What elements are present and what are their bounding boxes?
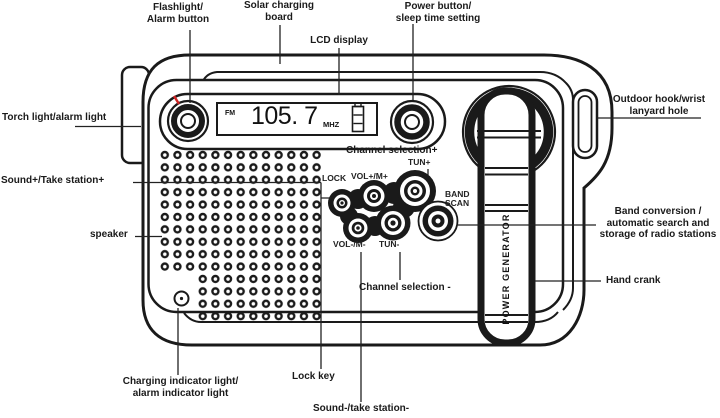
crank-arm (477, 87, 536, 347)
battery-icon (351, 102, 365, 133)
tune-up-button (400, 176, 430, 206)
power-generator-label: POWER GENERATOR (501, 213, 511, 325)
lanyard-hole (571, 88, 599, 160)
callout-sound-minus: Sound-/take station- (313, 403, 410, 414)
callout-lcd-display: LCD display (310, 35, 368, 46)
callout-solar-charging-board: Solar charging board (243, 0, 314, 23)
callout-sound-plus: Sound+/Take station+ (1, 175, 105, 186)
callout-power-button: Power button/ sleep time setting (395, 1, 481, 24)
callout-channel-selection-minus: Channel selection - (359, 282, 451, 293)
leader-lines (75, 24, 701, 402)
band-scan-button (417, 200, 459, 242)
power-button (389, 99, 435, 145)
callout-lock-key: Lock key (292, 371, 335, 382)
lock-label: LOCK (322, 173, 347, 183)
callout-speaker: speaker (90, 229, 128, 240)
callout-band-conversion: Band conversion / automatic search and s… (599, 206, 717, 240)
tune-up-label: TUN+ (408, 157, 431, 167)
bottom-bevel-edge (183, 311, 559, 323)
flashlight-alarm-button (166, 95, 210, 143)
volume-down-button (348, 218, 368, 238)
callout-channel-selection-plus: Channel selection+ (346, 145, 438, 156)
band-scan-label: BAND SCAN (445, 189, 470, 208)
hand-crank (461, 84, 557, 347)
top-bevel-edge (202, 71, 574, 311)
callout-torch-light: Torch light/alarm light (2, 112, 107, 123)
callout-outdoor-hook: Outdoor hook/wrist lanyard hole (612, 94, 706, 117)
volume-up-label: VOL+/M+ (351, 171, 388, 181)
tune-down-label: TUN- (379, 239, 400, 249)
volume-up-button (363, 185, 385, 207)
callout-hand-crank: Hand crank (606, 275, 661, 286)
lcd-band-indicator: FM (225, 110, 236, 117)
lcd-display (216, 102, 378, 136)
callout-flashlight-alarm-button: Flashlight/ Alarm button (146, 2, 210, 25)
volume-down-label: VOL-/M- (333, 239, 366, 249)
speaker-grille (159, 149, 324, 322)
lcd-frequency-unit: MHZ (323, 120, 340, 129)
tune-down-button (381, 211, 405, 235)
lock-button (333, 194, 351, 212)
red-index-mark (172, 95, 181, 105)
crank-grip-lines (477, 130, 541, 323)
charging-indicator-light (173, 290, 190, 307)
lcd-frequency: 105. 7 (251, 102, 318, 130)
callout-charging-indicator: Charging indicator light/ alarm indicato… (122, 376, 239, 399)
